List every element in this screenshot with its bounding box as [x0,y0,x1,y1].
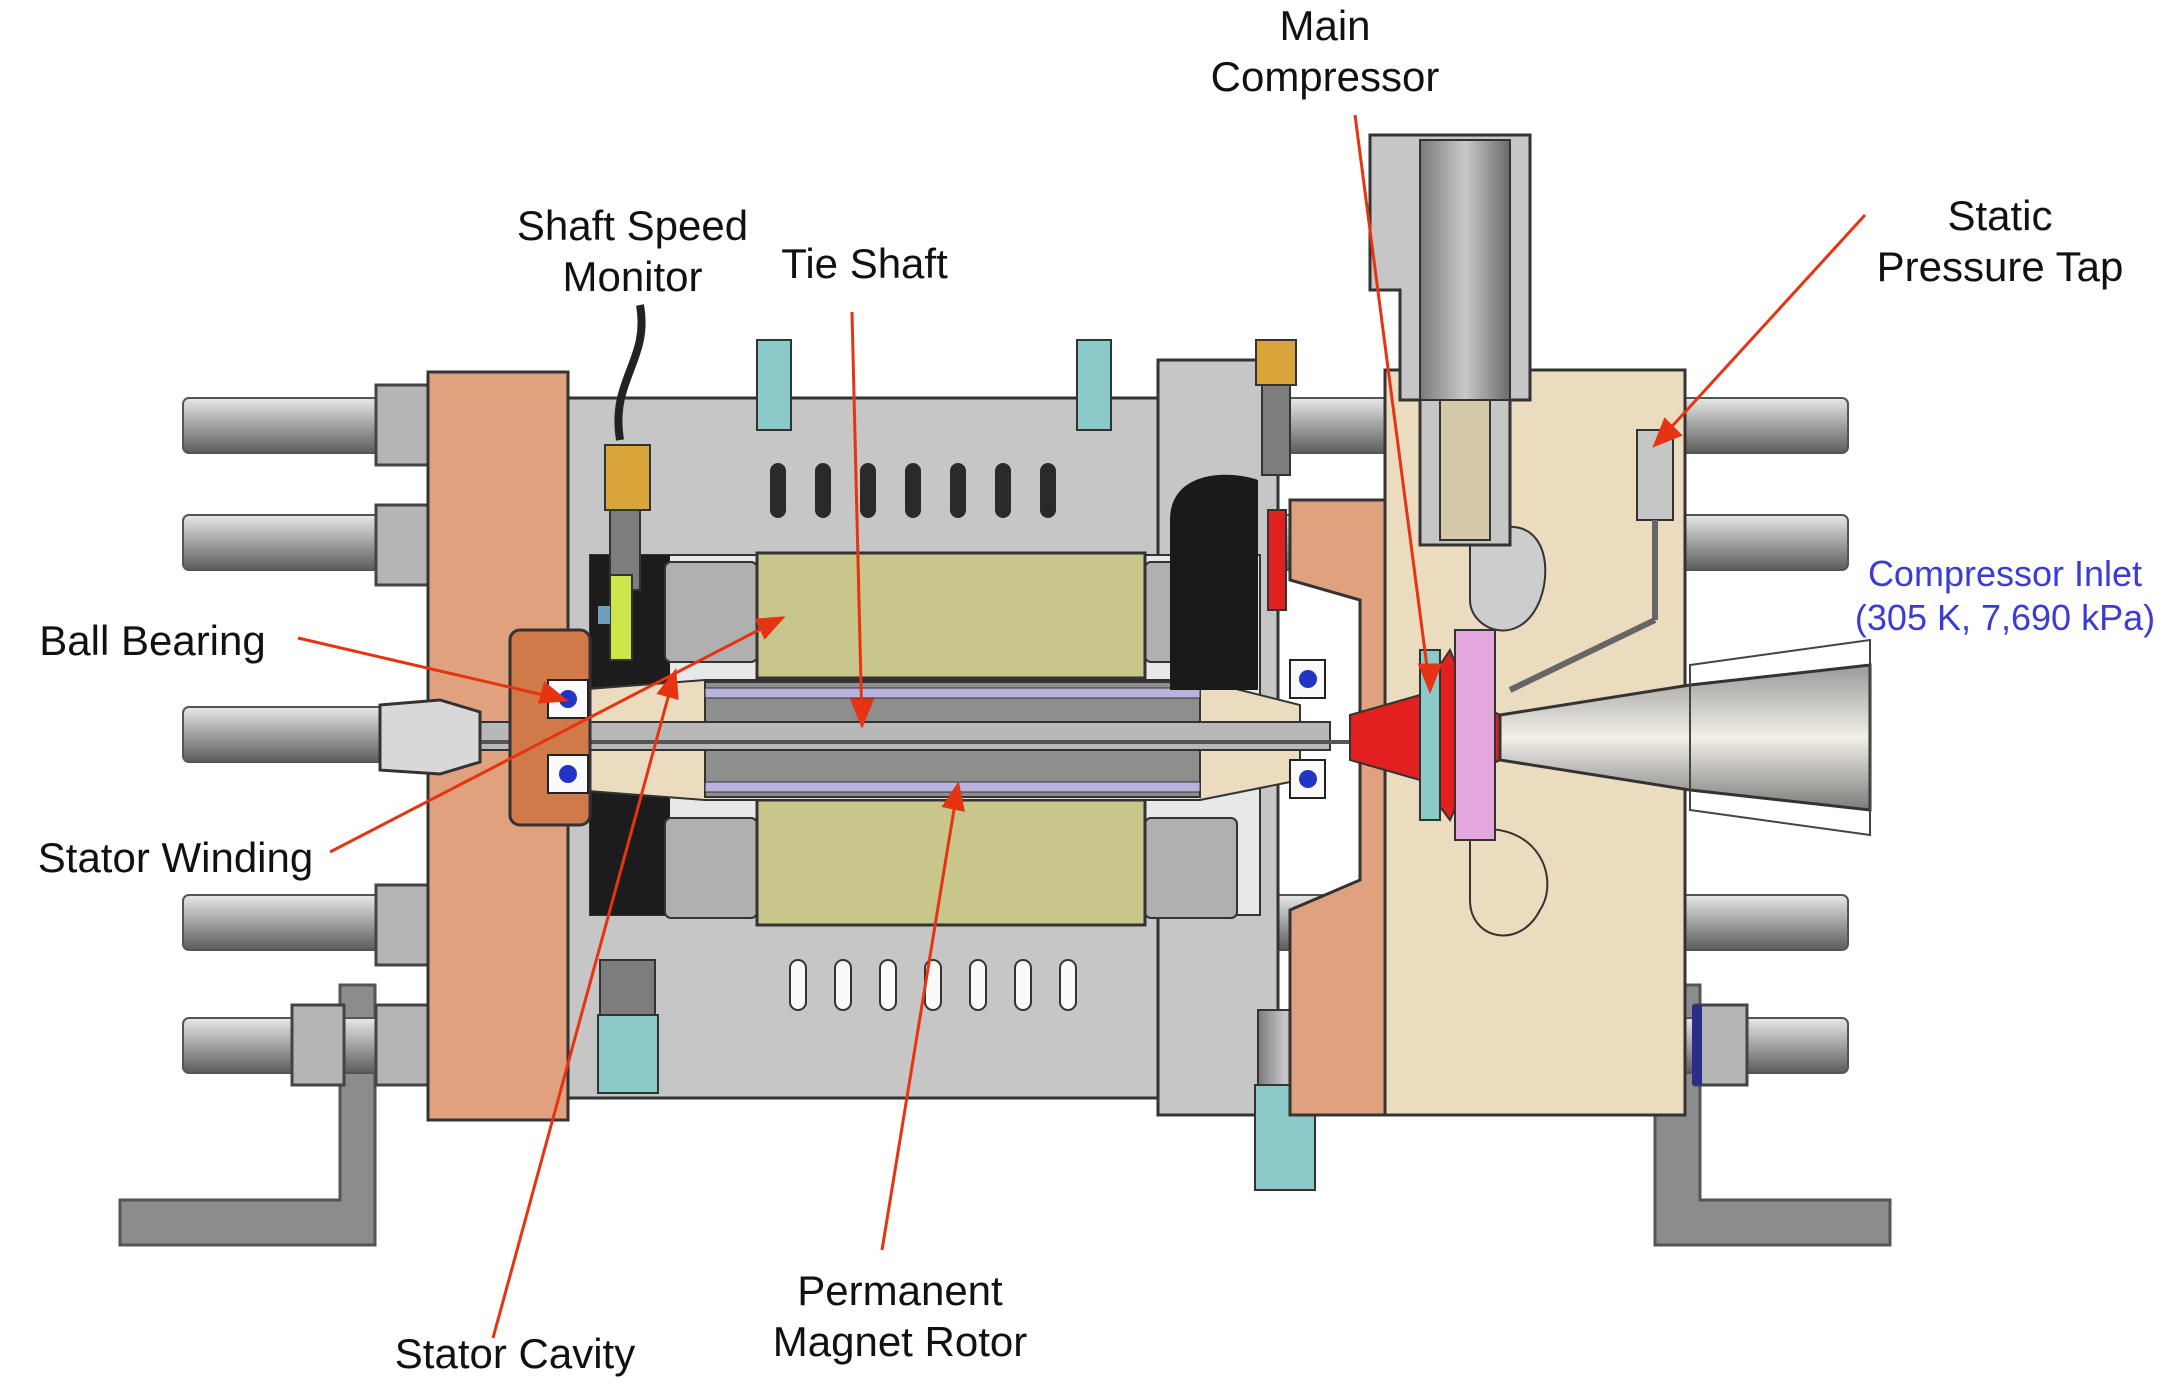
label-compressor-inlet-line2: (305 K, 7,690 kPa) [1854,597,2156,638]
leader-main-compressor [1353,114,1432,691]
top-fittings [756,339,1297,476]
cooling-fins-top [770,463,1056,518]
tie-shaft [470,721,1350,751]
label-static-pressure-tap: Static Pressure Tap [1870,190,2130,292]
label-static-pressure-tap-line1: Static [1947,192,2053,239]
label-compressor-inlet-line1: Compressor Inlet [1867,553,2143,594]
label-ball-bearing: Ball Bearing [39,617,266,664]
coolant-plenum [1170,474,1258,690]
compressor-outlet-duct [1368,133,1532,547]
left-ball-bearing [547,679,589,794]
right-bearing [1289,659,1326,799]
label-main-compressor-line1: Main [1279,2,1371,49]
label-permanent-magnet-rotor: Permanent Magnet Rotor [755,1265,1045,1367]
left-mount-bracket [118,983,377,1247]
shaft-speed-monitor [604,304,651,591]
label-permanent-magnet-rotor-line1: Permanent [797,1267,1003,1314]
leader-permanent-magnet-rotor [880,784,960,1251]
leader-lines [297,114,1867,1339]
label-shaft-speed-monitor-line1: Shaft Speed [516,202,749,249]
label-main-compressor: Main Compressor [1210,0,1440,102]
label-static-pressure-tap-line2: Pressure Tap [1876,243,2124,290]
main-compressor-impeller [1349,629,1501,841]
label-stator-winding: Stator Winding [37,834,314,881]
label-shaft-speed-monitor-line2: Monitor [562,253,703,300]
label-permanent-magnet-rotor-line2: Magnet Rotor [772,1318,1028,1365]
compressor-inlet-nozzle [1498,638,1872,837]
label-main-compressor-line2: Compressor [1210,53,1440,100]
leader-tie-shaft [850,311,864,726]
green-sensor-probe [598,574,633,661]
stator-winding [755,551,1147,927]
label-compressor-inlet: Compressor Inlet (305 K, 7,690 kPa) [1845,552,2165,640]
label-shaft-speed-monitor: Shaft Speed Monitor [505,200,760,302]
leader-stator-cavity [491,671,677,1339]
leader-stator-winding [329,616,783,854]
label-stator-cavity: Stator Cavity [394,1330,636,1377]
left-bearing-housing [508,628,592,827]
label-tie-shaft: Tie Shaft [781,240,948,287]
red-sensor-probe [1267,509,1287,611]
cooling-fins-bottom [789,959,1077,1011]
compressor-side-flange [1288,498,1387,1117]
static-pressure-tap [1508,429,1674,693]
leader-static-pressure-tap [1653,213,1867,447]
leader-ball-bearing [297,636,566,702]
shaft-end-fitting [378,698,482,776]
